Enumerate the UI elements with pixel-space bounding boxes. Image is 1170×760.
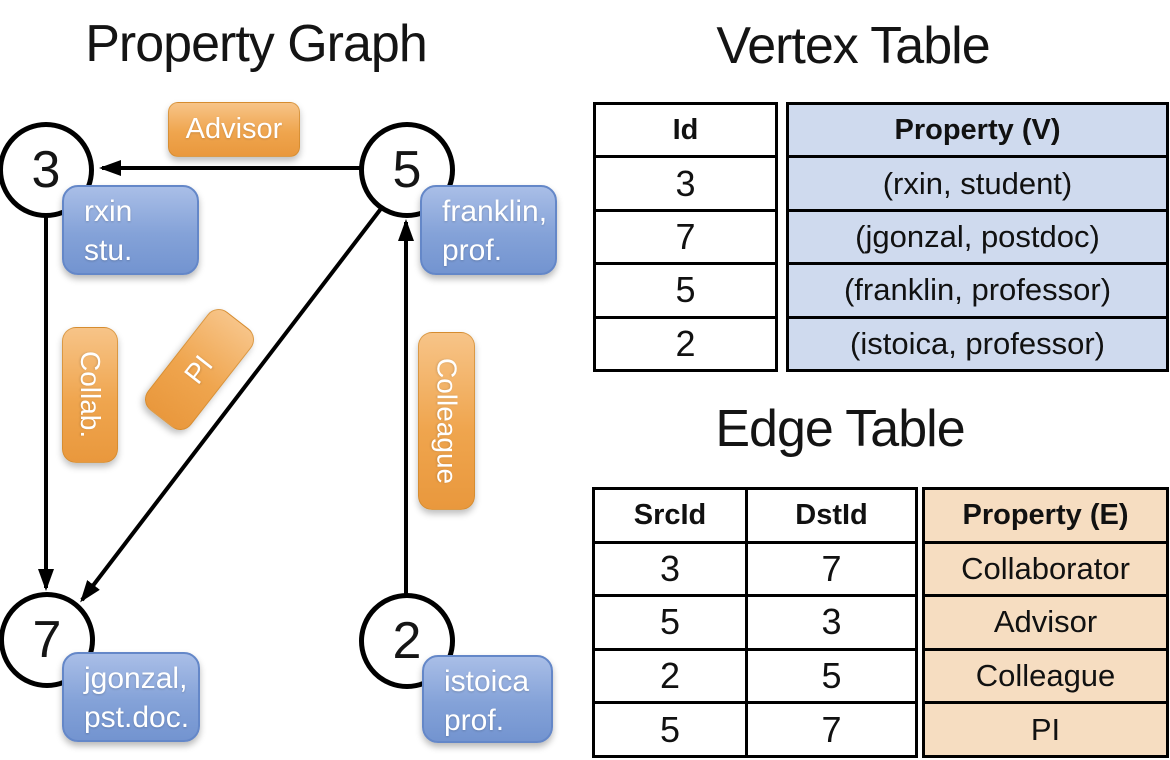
edge-table-id-row: 3 7 [595,540,915,595]
vertex-table-title: Vertex Table [716,17,990,75]
vertex-property-box-7: jgonzal, pst.doc. [62,652,200,742]
vertex-table-id-cell: 2 [596,315,775,369]
edge-table-srcid-header: SrcId [633,498,707,531]
edge-label-text: PI [178,349,220,390]
property-graph-title: Property Graph [85,15,428,73]
edge-table-dst-cell: 3 [745,597,915,648]
edge-table-src-cell: 3 [659,547,681,589]
edge-table-id-row: 2 5 [595,647,915,702]
edge-table-src-cell: 5 [659,601,681,643]
vertex-node-2-id: 2 [392,612,422,670]
property-line: stu. [84,234,133,267]
vertex-node-2: 2 [359,593,455,689]
vertex-table-property-header: Property (V) [894,113,1061,146]
edge-table-dst-cell: 7 [745,543,915,595]
edge-label-text: Advisor [185,113,283,145]
edge-arrow-5-to-7 [80,204,385,603]
vertex-table-property-cell: (rxin, student) [789,155,1166,208]
edge-table-src-cell: 2 [659,655,681,697]
edge-table-src-cell: 5 [659,708,681,750]
property-line: rxin [84,195,133,228]
vertex-node-7-id: 7 [32,611,62,669]
edge-table-id-columns: SrcId DstId 3 7 5 3 2 5 5 7 [592,487,918,758]
vertex-table-id-cell: 5 [596,262,775,315]
edge-label-advisor: Advisor [168,102,300,157]
vertex-node-3-id: 3 [31,141,61,199]
vertex-table-id-cell: 3 [596,155,775,208]
vertex-node-5-id: 5 [392,141,422,199]
edge-table-id-header-row: SrcId DstId [595,490,915,541]
vertex-property-box-2: istoica prof. [422,655,553,743]
edge-label-text: Colleague [431,357,463,485]
edge-label-collab: Collab. [62,327,118,463]
property-line: prof. [444,704,505,737]
property-line: pst.doc. [84,701,190,734]
vertex-table-property-column: Property (V) (rxin, student) (jgonzal, p… [786,102,1169,372]
vertex-table-id-cell: 7 [596,208,775,262]
vertex-node-5: 5 [359,122,455,218]
edge-table-property-header: Property (E) [962,498,1129,531]
vertex-table-property-cell: (jgonzal, postdoc) [789,208,1166,262]
vertex-table-id-header: Id [672,113,699,146]
edge-table-property-cell: Advisor [925,594,1166,648]
vertex-property-box-5: franklin, prof. [420,185,557,275]
graph-edges-layer [38,160,414,603]
edge-table-property-cell: Collaborator [925,540,1166,595]
vertex-table-property-cell: (franklin, professor) [789,262,1166,315]
edge-label-colleague: Colleague [418,332,475,510]
edge-table-title: Edge Table [715,400,965,458]
edge-table-id-row: 5 3 [595,594,915,648]
edge-label-text: Collab. [75,351,106,439]
property-line: jgonzal, [84,662,188,695]
vertex-table-id-column: Id 3 7 5 2 [593,102,778,372]
vertex-property-box-3: rxin stu. [62,185,199,275]
edge-table-id-row: 5 7 [595,701,915,755]
edge-table-property-cell: PI [925,701,1166,755]
edge-table-dst-cell: 5 [745,650,915,702]
edge-table-property-column: Property (E) Collaborator Advisor Collea… [922,487,1169,758]
edge-table-property-cell: Colleague [925,647,1166,702]
vertex-table-property-cell: (istoica, professor) [789,315,1166,369]
property-line: prof. [442,234,503,267]
edge-table-dstid-header: DstId [745,490,915,541]
property-line: franklin, [442,195,548,228]
edge-table-dst-cell: 7 [745,704,915,755]
property-line: istoica [444,665,530,698]
